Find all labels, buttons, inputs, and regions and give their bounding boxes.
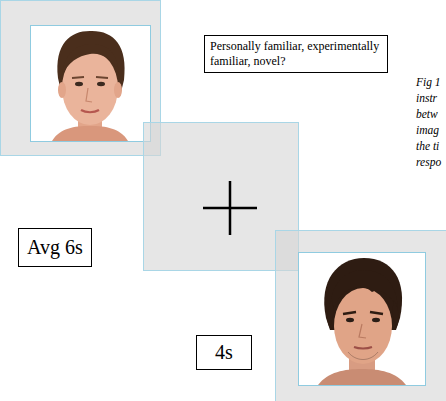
caption-fragment: Fig 1 <box>416 77 441 89</box>
node-text: Personally familiar, experimentally fami… <box>210 39 382 69</box>
caption-fragment: imag <box>416 125 439 137</box>
female-face <box>52 31 128 141</box>
fixation-cross <box>203 181 257 235</box>
image-frame <box>31 26 151 142</box>
face-slide <box>1 1 161 156</box>
node-text: Avg 6s <box>27 235 83 260</box>
face-slide <box>276 231 446 401</box>
caption-fragment: betw <box>416 109 438 121</box>
caption-fragment: respo <box>416 157 441 169</box>
image-frame <box>299 253 426 386</box>
slide-frame <box>1 1 161 156</box>
male-face <box>318 258 406 385</box>
duration-box: 4s <box>196 335 252 370</box>
duration-box: Avg 6s <box>18 228 92 267</box>
caption-fragment: instr <box>416 93 437 105</box>
caption-fragment: the ti <box>416 141 439 153</box>
slide-frame <box>276 231 446 401</box>
question-box: Personally familiar, experimentally fami… <box>204 35 388 73</box>
node-text: 4s <box>215 340 233 365</box>
